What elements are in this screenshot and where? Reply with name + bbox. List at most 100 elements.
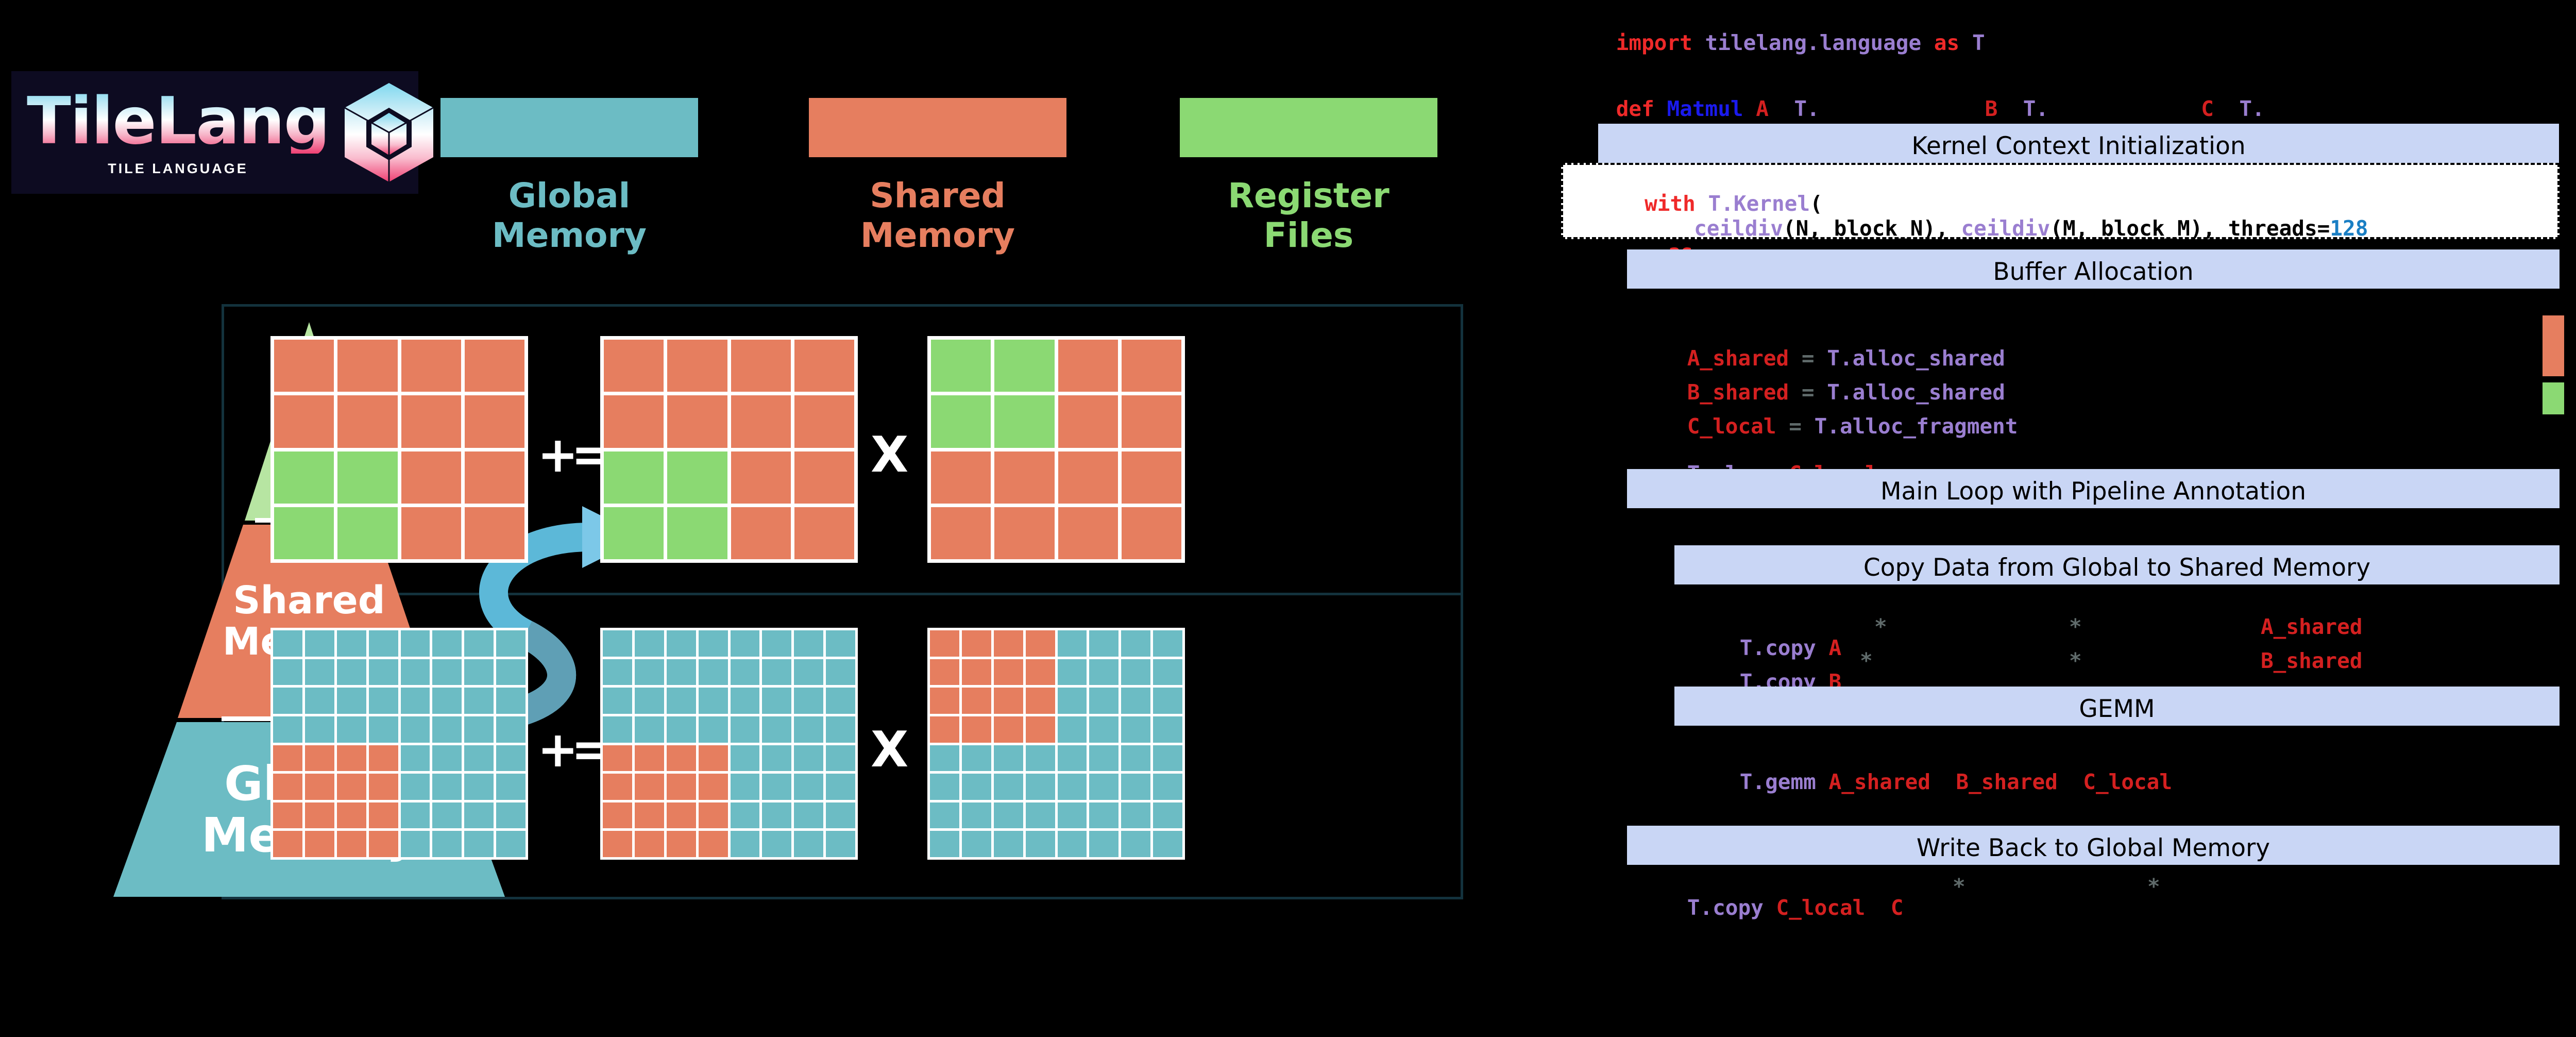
matrix-cell [496,774,526,800]
shared-memory-chip [2543,315,2564,376]
matrix-cell [731,507,791,559]
matrix-cell [464,802,494,829]
matrix-cell [401,688,430,714]
arg-b-shared-dest: B_shared [2261,650,2362,672]
matrix-cell [1058,340,1118,392]
matrix-cell [464,716,494,743]
args-m-block-m: (M, block_M), [2050,216,2228,241]
section-header-copy-data: Copy Data from Global to Shared Memory [1674,545,2560,584]
matrix-cell [496,716,526,743]
matrix-cell [274,395,334,447]
section-header-kernel-context-initialization: Kernel Context Initialization [1598,124,2559,163]
matrix-cell [794,831,823,857]
matrix-cell [962,688,991,714]
matrix-cell [1153,688,1182,714]
matrix-cell [826,802,855,829]
matrix-cell [432,774,462,800]
matrix-cell [826,659,855,685]
matrix-cell [432,802,462,829]
legend-label-register-files: Register Files [1180,176,1437,255]
matrix-cell [1121,659,1150,685]
call-t-gemm: T.gemm [1740,770,1816,794]
matrix-cell [337,774,366,800]
matrix-cell [635,831,664,857]
matrix-cell [274,340,334,392]
matrix-cell [994,688,1023,714]
matrix-c-local [270,336,528,563]
matrix-cell [731,451,791,504]
matrix-cell [496,688,526,714]
value-threads-128: 128 [2330,216,2368,241]
call-ceildiv-m: ceildiv [1961,216,2050,241]
matrix-cell [337,451,397,504]
kwarg-threads: threads= [2228,216,2330,241]
matrix-cell [994,659,1023,685]
matrix-cell [930,688,959,714]
operator-accumulate-top: += [537,427,605,483]
matrix-cell [1153,716,1182,743]
matrix-cell [1153,774,1182,800]
matrix-cell [273,688,302,714]
matrix-cell [762,802,791,829]
param-a-type: T. [1794,96,1819,121]
matrix-cell [1058,745,1087,772]
matrix-cell [762,831,791,857]
matrix-cell [994,630,1023,657]
matrix-cell [826,688,855,714]
matrix-cell [1089,831,1118,857]
matrix-cell [994,507,1054,559]
matrix-cell [635,630,664,657]
matrix-cell [465,507,524,559]
matrix-cell [1089,802,1118,829]
matrix-cell [794,507,854,559]
matrix-cell [635,659,664,685]
matrix-cell [465,395,524,447]
matrix-cell [604,451,664,504]
matrix-cell [731,774,760,800]
matrix-cell [762,659,791,685]
matrix-cell [731,802,760,829]
matrix-cell [604,507,664,559]
matrix-cell [1058,507,1118,559]
matrix-cell [1026,659,1055,685]
matrix-cell [369,831,398,857]
operator-multiply-bottom: X [871,722,908,778]
section-header-gemm: GEMM [1674,687,2560,726]
matrix-cell [496,745,526,772]
tilelang-logo-card: TileLang TILE LANGUAGE [11,71,418,194]
keyword-def: def [1616,96,1654,121]
matrix-cell [762,688,791,714]
matrix-cell [994,774,1023,800]
matrix-cell [464,745,494,772]
matrix-cell [369,688,398,714]
matrix-cell [667,340,727,392]
matrix-cell [667,395,727,447]
matrix-cell [1058,774,1087,800]
matrix-cell [1058,451,1118,504]
matrix-cell [994,831,1023,857]
legend-swatch-shared-memory [809,98,1066,157]
matrix-cell [274,451,334,504]
matrix-cell [731,716,760,743]
operator-accumulate-bottom: += [537,722,605,778]
matrix-cell [274,507,334,559]
arg-c-global-dest: C [1891,895,1904,920]
matrix-cell [994,802,1023,829]
matrix-cell [1026,774,1055,800]
matrix-cell [464,831,494,857]
matrix-cell [1058,659,1087,685]
matrix-cell [273,831,302,857]
matrix-cell [432,688,462,714]
legend-item-register-files: Register Files [1180,98,1437,255]
matrix-cell [794,802,823,829]
matrix-cell [794,688,823,714]
matrix-cell [604,340,664,392]
matrix-cell [603,716,632,743]
code-slice-a-2: * [2069,616,2082,638]
matrix-cell [731,659,760,685]
matrix-cell [962,630,991,657]
matrix-cell [826,774,855,800]
matrix-cell [699,774,728,800]
matrix-cell [1121,630,1150,657]
matrix-cell [369,774,398,800]
